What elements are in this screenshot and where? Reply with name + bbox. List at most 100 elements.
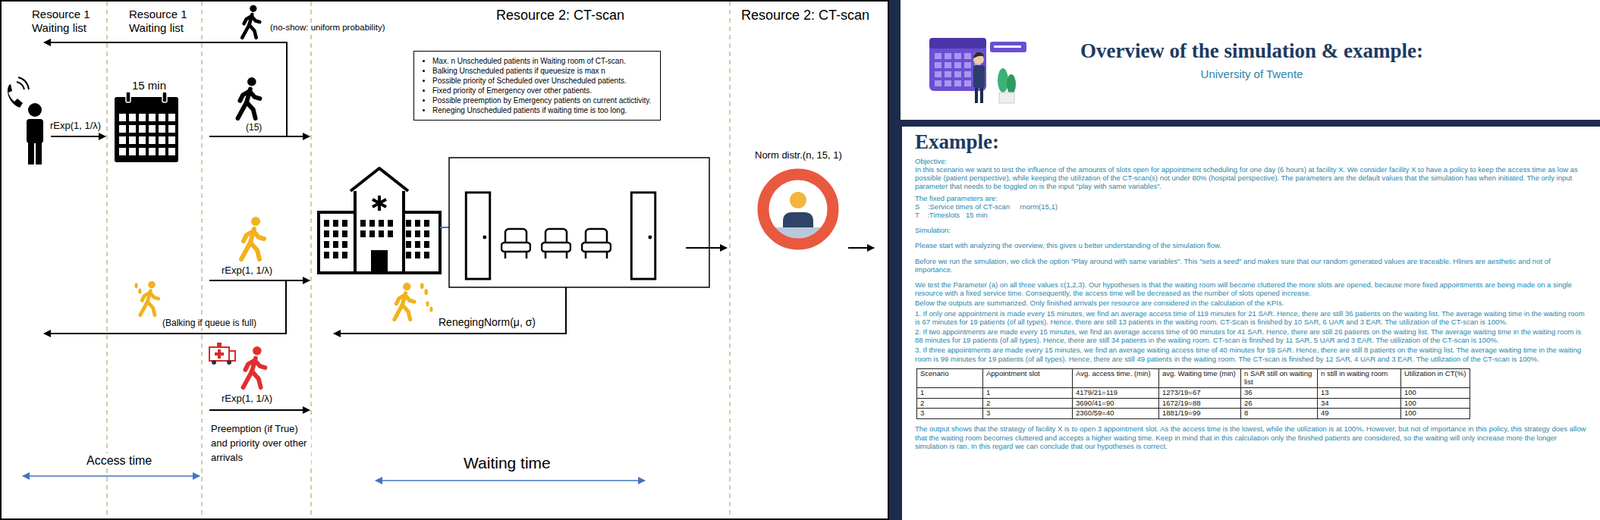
bullet-item: Possible priority of Scheduled over Unsc… (432, 75, 651, 86)
table-header-cell: Appointment slot (983, 368, 1073, 388)
illustration-rect (360, 220, 397, 242)
illustration-polyline (333, 287, 566, 334)
illustration-rect (405, 220, 434, 263)
patients (135, 5, 434, 388)
bullet-item: Reneging Unscheduled patients if waiting… (432, 105, 651, 116)
illustration-polyline (44, 280, 287, 334)
ct-scanner-icon (763, 174, 834, 245)
calendar-icon (114, 91, 179, 163)
slide-header: Overview of the simulation & example:Uni… (1031, 39, 1472, 81)
flow-label: (Balking if queue is full) (160, 317, 258, 329)
table-cell: 2 (983, 398, 1073, 409)
illustration-rect (209, 347, 230, 362)
flow-label: rExp(1, 1/λ) (48, 119, 103, 133)
table-cell: 1 (917, 387, 984, 399)
illustration-circle (789, 191, 807, 209)
table-header-cell: n SAR still on waiting list (1241, 368, 1318, 388)
flow-label: 15 min (130, 78, 168, 93)
illustration-polyline (44, 42, 287, 137)
phase-dividers (106, 1, 730, 519)
illustration-use (631, 192, 655, 280)
illustration-path (372, 195, 387, 211)
table-cell: 36 (1241, 387, 1318, 399)
illustration-line (848, 247, 874, 249)
table-cell: 34 (1317, 398, 1402, 409)
table-cell: 13 (1317, 387, 1402, 399)
illustration-line (729, 1, 731, 519)
illustration-rect (355, 189, 404, 274)
illustration-use (426, 301, 434, 312)
table-cell: 100 (1401, 387, 1471, 399)
bullet-list: Max. n Unscheduled patients in Waiting r… (420, 56, 651, 116)
illustration-line (209, 135, 310, 138)
table-row: 223690/41=901672/19=882634100 (917, 398, 1471, 409)
table-cell: 2360/59=40 (1072, 408, 1160, 420)
illustration-rect (125, 91, 131, 103)
bullet-item: Max. n Unscheduled patients in Waiting r… (432, 56, 651, 67)
bullet-item: Balking Unscheduled patients if queuesiz… (432, 66, 651, 76)
illustration-line (22, 475, 200, 478)
flow-label: rExp(1, 1/λ) (220, 392, 274, 406)
illustration-rect (214, 352, 224, 356)
table-cell: 1 (983, 387, 1073, 399)
illustration-use (237, 77, 260, 119)
illustration-use (242, 346, 265, 388)
flow-label: Resource 2: CT-scan (739, 7, 871, 25)
illustration-rect (449, 157, 710, 288)
flow-label: Resource 1 Waiting list (30, 7, 104, 35)
illustration-rect (990, 41, 1027, 53)
table-cell: 3 (917, 408, 984, 420)
illustration-rect (993, 45, 1022, 48)
flow-label: Resource 1 Waiting list (127, 7, 201, 35)
table-cell: 1672/19=88 (1159, 398, 1242, 409)
illustration-use (420, 282, 428, 296)
bullet-item: Possible preemption by Emergency patient… (432, 95, 651, 106)
table-header-cell: n still in waiting room (1317, 368, 1402, 388)
flow-label: Resource 2: CT-scan (494, 7, 626, 25)
illustration-line (209, 279, 310, 282)
illustration-rect (162, 91, 167, 103)
table-row: 332360/59=401881/19=99849100 (917, 408, 1471, 420)
flow-label: rExp(1, 1/λ) (220, 264, 274, 277)
table-cell: 1881/19=99 (1159, 408, 1242, 420)
card-paragraph: Before we run the simulation, we click t… (914, 257, 1590, 274)
illustration-rect (929, 37, 987, 49)
illustration-rect (980, 88, 984, 104)
illustration-rect (323, 220, 352, 263)
table-cell: 4179/21=119 (1072, 387, 1160, 399)
illustration-path (7, 84, 23, 108)
card-paragraph: Objective: (914, 157, 1590, 166)
illustration-rect (929, 37, 987, 92)
card-paragraph: 2. If two appointments are made every 15… (914, 327, 1590, 345)
card-paragraph: Simulation: (914, 226, 1590, 235)
illustration-path (16, 77, 29, 90)
illustration-circle (28, 103, 42, 117)
table-cell: 100 (1401, 398, 1471, 409)
illustration-rect (114, 97, 179, 163)
illustration-circle (211, 360, 217, 365)
illustration-circle (226, 360, 232, 365)
illustration-rect (0, 0, 889, 520)
illustration-use (241, 216, 265, 260)
card-paragraph: T :Timeslots 15 min (914, 210, 1590, 220)
illustration-rect (974, 88, 978, 104)
illustration-rect (370, 250, 388, 274)
illustration-rect (35, 141, 42, 165)
card-paragraph: 1. If only one appointment is made every… (914, 309, 1590, 327)
ambulance-icon (209, 342, 236, 365)
illustration-rect (999, 92, 1015, 104)
illustration-line (375, 480, 645, 482)
results-table: ScenarioAppointment slotAvg. access time… (916, 368, 1471, 421)
table-header-cell: Avg. access time. (min) (1072, 368, 1160, 388)
card-paragraph: We test the Parameter (a) on all three v… (914, 280, 1590, 298)
illustration-line (201, 1, 203, 519)
table-row: ScenarioAppointment slotAvg. access time… (917, 368, 1471, 388)
illustration-rect (973, 65, 985, 89)
table-cell: 26 (1241, 398, 1318, 409)
table-header-cell: avg. Waiting time (min) (1159, 368, 1242, 388)
card-paragraph: Below the outputs are summarized. Only f… (914, 298, 1590, 308)
hospital-icon (318, 168, 456, 274)
illustration-path (350, 168, 409, 192)
illustration-rect (119, 113, 179, 160)
